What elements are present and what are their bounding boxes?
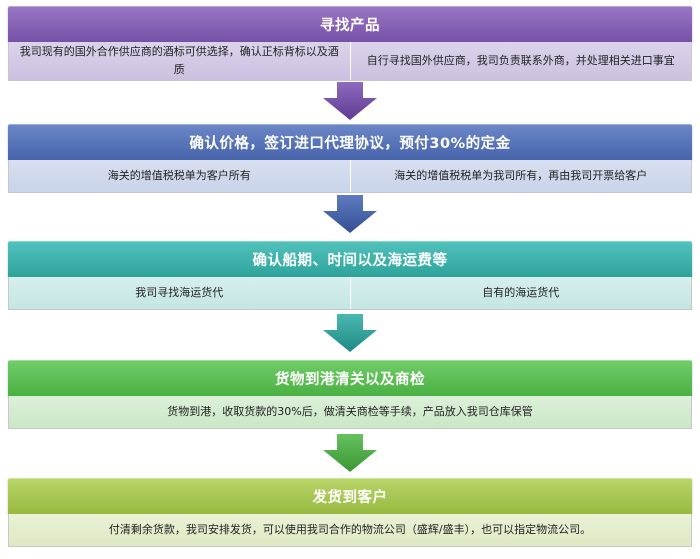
step-title: 货物到港清关以及商检 — [8, 360, 692, 396]
option-cell-company-forwarder: 我司寻找海运货代 — [135, 286, 224, 299]
option-cell-existing-supplier: 我司现有的国外合作供应商的酒标可供选择，确认正标背标以及酒质 — [19, 45, 339, 76]
step-customs-clearance: 货物到港清关以及商检 货物到港，收取货款的30%后，做清关商检等手续，产品放入我… — [8, 360, 692, 429]
option-row: 我司寻找海运货代 自有的海运货代 — [8, 277, 692, 310]
step-find-product: 寻找产品 我司现有的国外合作供应商的酒标可供选择，确认正标背标以及酒质 自行寻找… — [8, 6, 692, 81]
option-cell-own-forwarder: 自有的海运货代 — [349, 277, 692, 309]
step-confirm-price: 确认价格，签订进口代理协议，预付30%的定金 海关的增值税税单为客户所有 海关的… — [8, 124, 692, 193]
down-arrow-icon — [323, 195, 377, 233]
step-deliver-to-customer: 发货到客户 付清剩余货款，我司安排发货，可以使用我司合作的物流公司（盛辉/盛丰）… — [8, 478, 692, 547]
step-title: 确认船期、时间以及海运费等 — [8, 241, 692, 277]
option-row: 货物到港，收取货款的30%后，做清关商检等手续，产品放入我司仓库保管 — [8, 396, 692, 429]
option-cell-company-tax-bill: 海关的增值税税单为我司所有，再由我司开票给客户 — [349, 160, 692, 192]
option-row: 付清剩余货款，我司安排发货，可以使用我司合作的物流公司（盛辉/盛丰），也可以指定… — [8, 514, 692, 547]
down-arrow-icon — [323, 82, 377, 120]
option-cell-self-sourced-supplier: 自行寻找国外供应商，我司负责联系外商，并处理相关进口事宜 — [349, 42, 692, 80]
option-row: 海关的增值税税单为客户所有 海关的增值税税单为我司所有，再由我司开票给客户 — [8, 160, 692, 193]
option-cell-delivery-detail: 付清剩余货款，我司安排发货，可以使用我司合作的物流公司（盛辉/盛丰），也可以指定… — [108, 523, 592, 536]
step-title: 确认价格，签订进口代理协议，预付30%的定金 — [8, 124, 692, 160]
down-arrow-icon — [323, 314, 377, 352]
option-row: 我司现有的国外合作供应商的酒标可供选择，确认正标背标以及酒质 自行寻找国外供应商… — [8, 42, 692, 81]
down-arrow-icon — [323, 434, 377, 472]
step-confirm-shipping: 确认船期、时间以及海运费等 我司寻找海运货代 自有的海运货代 — [8, 241, 692, 310]
option-cell-clearance-detail: 货物到港，收取货款的30%后，做清关商检等手续，产品放入我司仓库保管 — [167, 405, 533, 418]
option-cell-customer-tax-bill: 海关的增值税税单为客户所有 — [107, 169, 251, 182]
step-title: 寻找产品 — [8, 6, 692, 42]
step-title: 发货到客户 — [8, 478, 692, 514]
